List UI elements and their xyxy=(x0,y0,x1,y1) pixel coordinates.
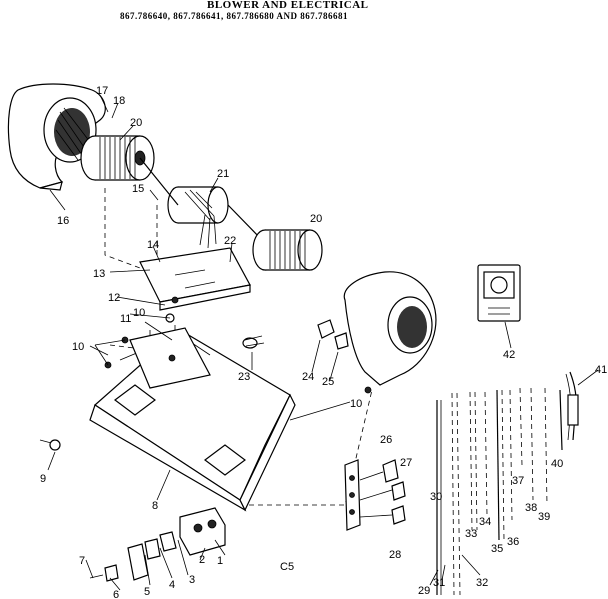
part-label: 29 xyxy=(418,585,430,597)
part-label: 5 xyxy=(144,586,150,598)
part-label: 18 xyxy=(113,95,125,107)
screws-left xyxy=(94,336,129,369)
part-label: 30 xyxy=(430,491,442,503)
part-label: 10 xyxy=(72,341,84,353)
part-label: 10 xyxy=(133,307,145,319)
part-label: 1 xyxy=(217,555,223,567)
cord-grommet xyxy=(242,335,265,349)
part-label: 3 xyxy=(189,574,195,586)
part-label: 10 xyxy=(350,398,362,410)
part-label: 42 xyxy=(503,349,515,361)
part-label: 28 xyxy=(389,549,401,561)
part-label: 35 xyxy=(491,543,503,555)
thermostat xyxy=(477,264,521,322)
part-number-labels: 17 18 20 16 15 21 20 22 14 13 12 11 10 1… xyxy=(40,85,607,599)
part-label: 34 xyxy=(479,516,491,528)
part-label: 16 xyxy=(57,215,69,227)
part-label: 4 xyxy=(169,579,175,591)
part-label: 13 xyxy=(93,268,105,280)
part-label: 14 xyxy=(147,239,159,251)
part-label: 11 xyxy=(120,313,131,325)
blower-housing-right xyxy=(343,271,437,394)
part-label: 27 xyxy=(400,457,412,469)
part-label: 15 xyxy=(132,183,144,195)
part-label: 32 xyxy=(476,577,488,589)
part-label: 17 xyxy=(96,85,108,97)
wire-leads xyxy=(436,387,563,596)
terminal-block-parts xyxy=(89,507,226,582)
power-cord xyxy=(565,371,579,441)
switch-parts xyxy=(317,319,349,350)
part-label: 6 xyxy=(113,589,119,599)
part-label: 37 xyxy=(512,475,524,487)
part-label: 38 xyxy=(525,502,537,514)
part-label: 7 xyxy=(79,555,85,567)
blower-housing-left xyxy=(7,83,106,191)
part-label: 26 xyxy=(380,434,392,446)
control-switches xyxy=(344,459,406,531)
part-label: 33 xyxy=(465,528,477,540)
part-label: 23 xyxy=(238,371,250,383)
part-label: 40 xyxy=(551,458,563,470)
part-label: 22 xyxy=(224,235,236,247)
leader-lines xyxy=(47,94,599,591)
blower-wheel-left xyxy=(80,135,155,181)
part-label: 36 xyxy=(507,536,519,548)
part-label: 31 xyxy=(433,577,445,589)
part-label: 39 xyxy=(538,511,550,523)
part-label: 9 xyxy=(40,473,46,485)
figure-code: C5 xyxy=(280,561,294,573)
part-label: 24 xyxy=(302,371,314,383)
control-panel-bracket xyxy=(129,327,211,389)
part-label: 25 xyxy=(322,376,334,388)
part-label: 41 xyxy=(595,364,607,376)
screw-9 xyxy=(39,439,61,451)
part-label: 21 xyxy=(217,168,229,180)
part-label: 20 xyxy=(310,213,322,225)
part-label: 12 xyxy=(108,292,120,304)
title-main: BLOWER AND ELECTRICAL xyxy=(207,0,369,11)
part-label: 20 xyxy=(130,117,142,129)
blower-motor xyxy=(139,157,263,249)
part-label: 8 xyxy=(152,500,158,512)
motor-mount-bracket xyxy=(139,247,251,323)
part-label: 2 xyxy=(199,554,205,566)
title-models: 867.786640, 867.786641, 867.786680 AND 8… xyxy=(120,11,349,21)
blower-wheel-right xyxy=(252,229,323,271)
